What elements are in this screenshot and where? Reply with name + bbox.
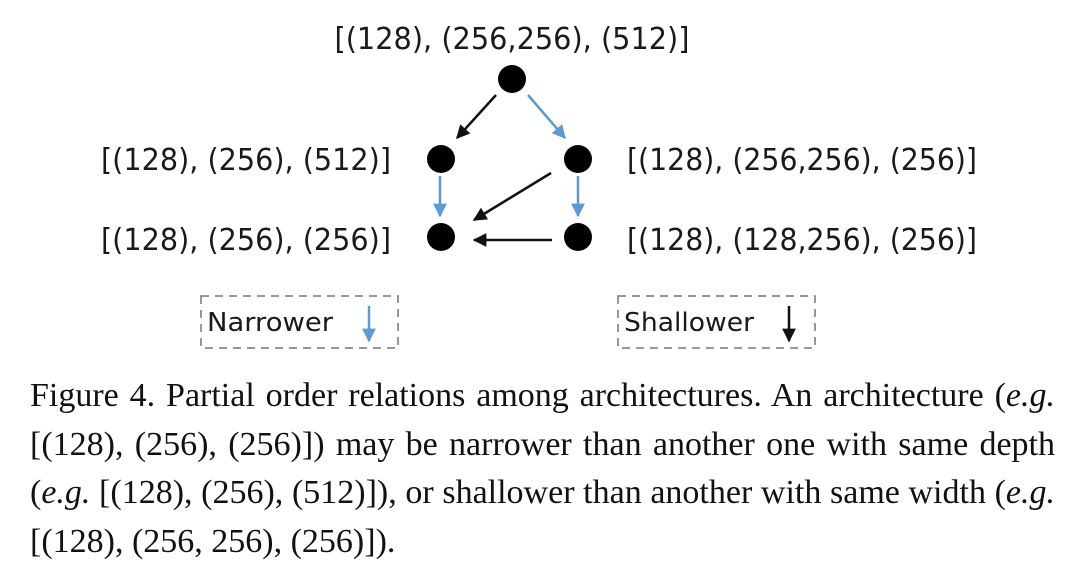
caption-example-2: [(128), (256), (512)] xyxy=(90,474,377,511)
node-mid-left xyxy=(427,145,455,173)
caption-text-2: ) may be narrower than another one with … xyxy=(30,425,1055,512)
partial-order-diagram: [(128), (256,256), (512)] [(128), (256),… xyxy=(101,22,977,349)
caption-text-1: Partial order relations among architectu… xyxy=(155,377,1006,414)
node-bottom-right xyxy=(564,223,592,251)
node-label-bottom-left: [(128), (256), (256)] xyxy=(101,223,391,258)
node-label-mid-right: [(128), (256,256), (256)] xyxy=(627,143,977,178)
caption-figure-label: Figure 4. xyxy=(30,377,156,414)
node-label-top: [(128), (256,256), (512)] xyxy=(335,22,690,57)
caption-example-1: [(128), (256), (256)] xyxy=(30,425,314,463)
figure-caption: Figure 4. Partial order relations among … xyxy=(30,372,1055,566)
node-label-bottom-right: [(128), (128,256), (256)] xyxy=(627,223,977,258)
edge-top-to-mid-left xyxy=(456,94,497,140)
legend-narrower-box xyxy=(200,295,399,349)
node-bottom-left xyxy=(427,223,455,251)
caption-eg-2: e.g. xyxy=(41,474,91,511)
legend-narrower-label: Narrower xyxy=(207,308,333,338)
caption-example-3: [(128), (256, 256), (256)] xyxy=(30,522,376,560)
edge-top-to-mid-right xyxy=(527,94,566,140)
node-mid-right xyxy=(564,145,592,173)
node-label-mid-left: [(128), (256), (512)] xyxy=(101,143,391,178)
caption-text-3: ), or shallower than another with same w… xyxy=(376,474,1006,511)
node-top xyxy=(498,65,526,93)
caption-text-4: ). xyxy=(375,522,396,560)
caption-eg-3: e.g. xyxy=(1005,474,1056,511)
caption-eg-1: e.g. xyxy=(1005,377,1055,414)
edge-mid-right-to-bottom-left xyxy=(472,171,552,222)
legend-shallower-label: Shallower xyxy=(624,308,754,338)
legend-shallower-box xyxy=(617,295,816,349)
